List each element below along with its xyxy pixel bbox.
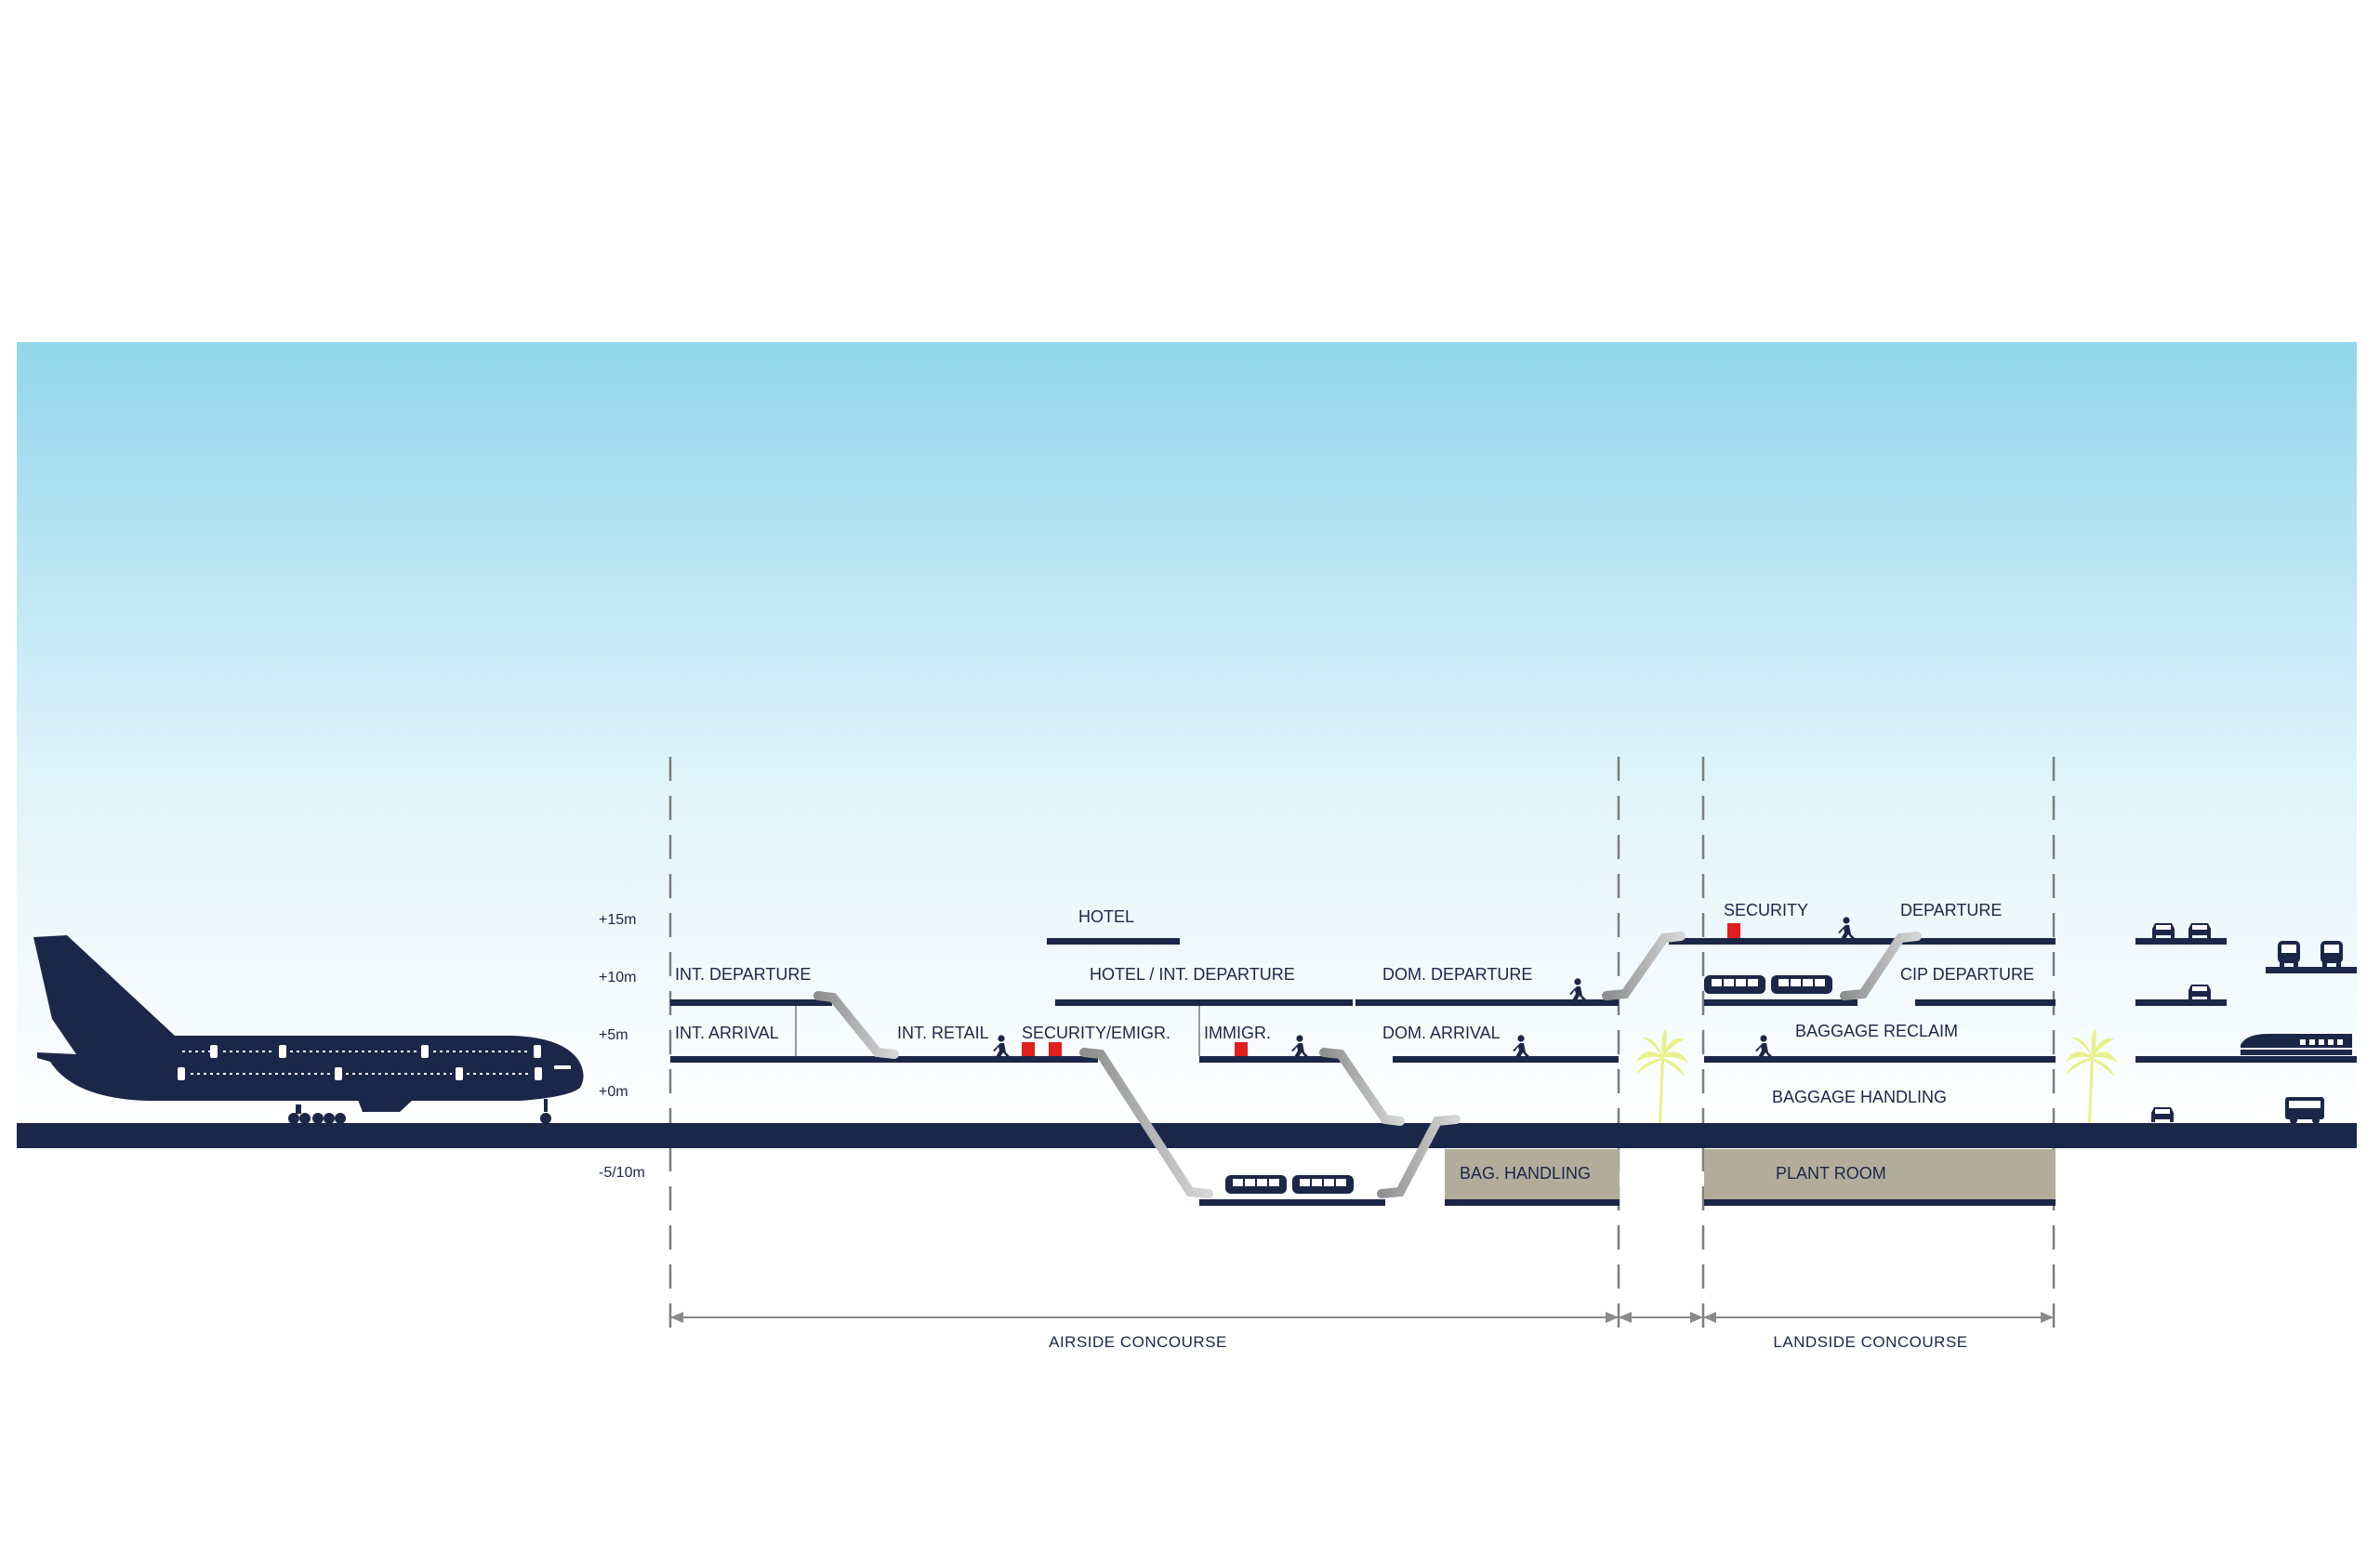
label-plant-room: PLANT ROOM bbox=[1776, 1164, 1886, 1183]
dimension-line bbox=[670, 1312, 2054, 1323]
label-int-departure: INT. DEPARTURE bbox=[675, 965, 811, 984]
floor-slabs bbox=[670, 938, 2357, 1206]
level-label-plus15: +15m bbox=[599, 912, 636, 928]
sky-background bbox=[17, 342, 2357, 1123]
label-immigr: IMMIGR. bbox=[1204, 1024, 1271, 1042]
level-labels: +15m +10m +5m +0m -5/10m bbox=[599, 912, 645, 1181]
airplane-icon bbox=[33, 935, 584, 1124]
label-departure: DEPARTURE bbox=[1900, 901, 2002, 919]
escalator-icon bbox=[813, 991, 899, 1059]
area-labels: HOTEL INT. DEPARTURE HOTEL / INT. DEPART… bbox=[675, 901, 2034, 1183]
label-baggage-handling: BAGGAGE HANDLING bbox=[1772, 1088, 1947, 1106]
security-markers bbox=[1022, 923, 1740, 1056]
train-icon bbox=[2241, 1034, 2352, 1055]
section-gridlines bbox=[668, 757, 2056, 1328]
dimension-labels: AIRSIDE CONCOURSE LANDSIDE CONCOURSE bbox=[1049, 1333, 1967, 1351]
partition-lines bbox=[795, 1006, 1200, 1056]
level-label-zero: +0m bbox=[599, 1084, 628, 1100]
bag-handling-room bbox=[1445, 1149, 1620, 1199]
label-int-arrival: INT. ARRIVAL bbox=[675, 1024, 779, 1042]
ground-slab bbox=[17, 1123, 2357, 1148]
label-dom-arrival: DOM. ARRIVAL bbox=[1382, 1024, 1501, 1042]
label-hotel: HOTEL bbox=[1078, 907, 1134, 926]
escalator-icon bbox=[1377, 1115, 1461, 1198]
bus-icon bbox=[2285, 1097, 2324, 1124]
label-landside-concourse: LANDSIDE CONCOURSE bbox=[1773, 1333, 1967, 1351]
escalators bbox=[813, 932, 1922, 1198]
label-bag-handling: BAG. HANDLING bbox=[1460, 1164, 1591, 1183]
escalator-icon bbox=[1319, 1048, 1405, 1126]
level-label-minus: -5/10m bbox=[599, 1165, 645, 1181]
escalator-icon bbox=[1079, 1048, 1213, 1198]
label-airside-concourse: AIRSIDE CONCOURSE bbox=[1049, 1333, 1227, 1351]
label-hotel-int-departure: HOTEL / INT. DEPARTURE bbox=[1090, 965, 1295, 984]
label-security: SECURITY bbox=[1724, 901, 1808, 919]
level-label-plus5: +5m bbox=[599, 1027, 628, 1043]
label-cip-departure: CIP DEPARTURE bbox=[1900, 965, 2034, 984]
level-label-plus10: +10m bbox=[599, 970, 636, 985]
label-baggage-reclaim: BAGGAGE RECLAIM bbox=[1795, 1022, 1958, 1040]
plant-room bbox=[1704, 1149, 2056, 1199]
label-dom-departure: DOM. DEPARTURE bbox=[1382, 965, 1532, 984]
escalator-icon bbox=[1840, 932, 1922, 1000]
label-security-emigr: SECURITY/EMIGR. bbox=[1022, 1024, 1170, 1042]
label-int-retail: INT. RETAIL bbox=[897, 1024, 989, 1042]
escalator-icon bbox=[1602, 932, 1686, 1000]
